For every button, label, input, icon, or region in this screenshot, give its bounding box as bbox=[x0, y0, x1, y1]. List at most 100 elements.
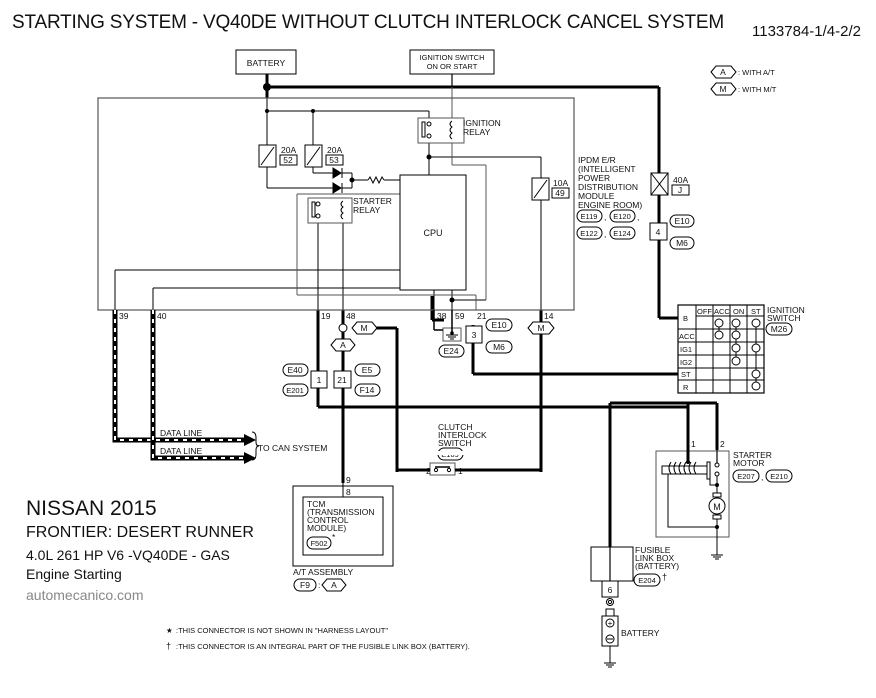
svg-text:LINK BOX: LINK BOX bbox=[635, 553, 675, 563]
svg-text:★: ★ bbox=[166, 626, 173, 635]
site-watermark[interactable]: automecanico.com bbox=[26, 587, 144, 603]
main-wires bbox=[265, 74, 719, 548]
legend-m-marker bbox=[710, 82, 737, 96]
ignition-relay: IGNITION RELAY bbox=[417, 117, 501, 144]
svg-text:: WITH A/T: : WITH A/T bbox=[738, 68, 775, 77]
svg-text:14: 14 bbox=[544, 311, 554, 321]
ignition-switch-labels: OFF ACC ON ST B ACC IG1 IG2 ST R IGNITIO… bbox=[679, 305, 805, 392]
svg-text:2: 2 bbox=[720, 439, 725, 449]
vehicle-make-year: NISSAN 2015 bbox=[26, 497, 157, 520]
ipdm-gray-wires bbox=[296, 87, 487, 310]
document-number: 1133784-1/4-2/2 bbox=[752, 23, 861, 40]
svg-text:A: A bbox=[331, 580, 337, 590]
starter-motor: M 1 2 STARTER MOTOR E207 , E210 bbox=[655, 403, 793, 560]
fusible-link-40a: 40A J 4 E10 M6 bbox=[649, 172, 695, 250]
svg-text:10A: 10A bbox=[553, 178, 568, 188]
svg-text:E24: E24 bbox=[443, 346, 458, 356]
data-line-2-label: DATA LINE bbox=[160, 446, 203, 456]
diagram-topic: Engine Starting bbox=[26, 566, 122, 582]
svg-text:E204: E204 bbox=[638, 576, 656, 585]
svg-text:†: † bbox=[662, 572, 667, 582]
svg-text:STARTER: STARTER bbox=[733, 450, 772, 460]
vehicle-engine: 4.0L 261 HP V6 -VQ40DE - GAS bbox=[26, 547, 230, 563]
svg-text:E122: E122 bbox=[580, 229, 598, 238]
ignition-switch bbox=[677, 304, 765, 394]
cpu: CPU bbox=[399, 174, 467, 291]
svg-text::THIS CONNECTOR IS NOT SHOWN I: :THIS CONNECTOR IS NOT SHOWN IN "HARNESS… bbox=[176, 626, 388, 635]
svg-text:E201: E201 bbox=[286, 386, 304, 395]
svg-text:M: M bbox=[713, 502, 721, 512]
diodes bbox=[332, 167, 355, 194]
svg-text:B: B bbox=[683, 314, 688, 323]
svg-text:IPDM E/R: IPDM E/R bbox=[578, 155, 616, 165]
svg-text:A: A bbox=[340, 340, 346, 350]
svg-text:OFF: OFF bbox=[697, 307, 712, 316]
svg-text:1: 1 bbox=[691, 439, 696, 449]
svg-text:M6: M6 bbox=[676, 238, 688, 248]
svg-text:E5: E5 bbox=[362, 365, 373, 375]
svg-text:CLUTCH: CLUTCH bbox=[438, 422, 472, 432]
svg-text:A: A bbox=[720, 67, 726, 77]
resistor bbox=[367, 175, 385, 185]
svg-text:21: 21 bbox=[477, 311, 487, 321]
diagram-title: STARTING SYSTEM - VQ40DE WITHOUT CLUTCH … bbox=[12, 12, 724, 33]
svg-text:M6: M6 bbox=[493, 342, 505, 352]
can-data-lines bbox=[112, 310, 260, 464]
joint-1: 1 E40 E201 bbox=[282, 363, 328, 397]
ground-e24: E24 bbox=[433, 310, 465, 358]
footnotes: ★ :THIS CONNECTOR IS NOT SHOWN IN "HARNE… bbox=[166, 626, 470, 651]
svg-text:ACC: ACC bbox=[679, 332, 695, 341]
svg-text:ACC: ACC bbox=[714, 307, 730, 316]
svg-text:,: , bbox=[761, 472, 763, 482]
svg-text:19: 19 bbox=[321, 311, 331, 321]
svg-text:M: M bbox=[537, 323, 544, 333]
starter-relay: STARTER RELAY bbox=[307, 196, 392, 224]
svg-text:POWER: POWER bbox=[578, 173, 610, 183]
svg-text:BATTERY: BATTERY bbox=[621, 628, 660, 638]
svg-text:9: 9 bbox=[346, 475, 351, 485]
svg-text:20A: 20A bbox=[327, 145, 342, 155]
tcm: 9 8 TCM (TRANSMISSION CONTROL MODULE) F5… bbox=[292, 475, 394, 592]
svg-text:R: R bbox=[683, 383, 689, 392]
svg-text:FUSIBLE: FUSIBLE bbox=[635, 545, 671, 555]
svg-text:E207: E207 bbox=[737, 472, 755, 481]
svg-text:M: M bbox=[360, 323, 367, 333]
svg-text:CPU: CPU bbox=[423, 228, 442, 238]
svg-text:E119: E119 bbox=[581, 212, 598, 221]
svg-text:INTERLOCK: INTERLOCK bbox=[438, 430, 487, 440]
svg-text:20A: 20A bbox=[281, 145, 296, 155]
svg-text:IGNITION: IGNITION bbox=[767, 305, 805, 315]
svg-text:F502: F502 bbox=[310, 539, 327, 548]
svg-text:SWITCH: SWITCH bbox=[438, 438, 472, 448]
svg-text:IGNITION: IGNITION bbox=[463, 118, 501, 128]
svg-text:ENGINE ROOM): ENGINE ROOM) bbox=[578, 200, 642, 210]
joint-3: 3 E10 M6 bbox=[465, 318, 513, 354]
svg-text:*: * bbox=[332, 532, 336, 542]
ignition-switch-connector bbox=[765, 322, 793, 336]
svg-text:E10: E10 bbox=[674, 216, 689, 226]
svg-text:MODULE: MODULE bbox=[578, 191, 615, 201]
ipdm-outline bbox=[97, 97, 575, 311]
ignition-switch-source: IGNITION SWITCH ON OR START bbox=[409, 49, 495, 87]
svg-text:F9: F9 bbox=[300, 580, 310, 590]
svg-text:1: 1 bbox=[317, 375, 322, 385]
svg-text:RELAY: RELAY bbox=[353, 205, 381, 215]
svg-text:M: M bbox=[719, 84, 726, 94]
svg-text:BATTERY: BATTERY bbox=[247, 58, 286, 68]
splice-dot bbox=[263, 83, 271, 91]
svg-text:3: 3 bbox=[472, 330, 477, 340]
fuse-52: 20A 52 bbox=[258, 144, 298, 168]
battery-source: BATTERY bbox=[235, 49, 297, 75]
svg-text:4: 4 bbox=[656, 227, 661, 237]
ipdm-label: IPDM E/R (INTELLIGENT POWER DISTRIBUTION… bbox=[576, 155, 642, 240]
svg-text:E210: E210 bbox=[770, 472, 788, 481]
svg-text:(INTELLIGENT: (INTELLIGENT bbox=[578, 164, 636, 174]
svg-text:SWITCH: SWITCH bbox=[767, 313, 801, 323]
svg-text:E124: E124 bbox=[613, 229, 631, 238]
svg-text:,: , bbox=[604, 229, 606, 239]
svg-text:F14: F14 bbox=[360, 385, 375, 395]
svg-text:49: 49 bbox=[555, 188, 565, 198]
svg-text:59: 59 bbox=[455, 311, 465, 321]
svg-text:IG2: IG2 bbox=[680, 358, 692, 367]
